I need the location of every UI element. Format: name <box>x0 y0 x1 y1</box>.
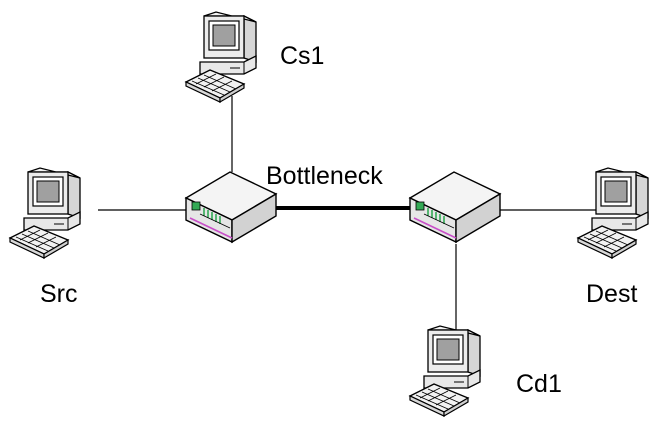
cs1-label: Cs1 <box>280 42 325 70</box>
left-router-icon <box>185 171 277 243</box>
right-router-icon <box>409 171 501 243</box>
dest-label: Dest <box>586 280 638 308</box>
dest-computer-icon <box>577 167 649 259</box>
bottleneck-label: Bottleneck <box>266 162 383 190</box>
src-label: Src <box>40 280 78 308</box>
cd1-computer-icon <box>409 325 481 417</box>
cd1-label: Cd1 <box>516 370 562 398</box>
src-computer-icon <box>9 167 81 259</box>
cs1-computer-icon <box>185 11 257 103</box>
